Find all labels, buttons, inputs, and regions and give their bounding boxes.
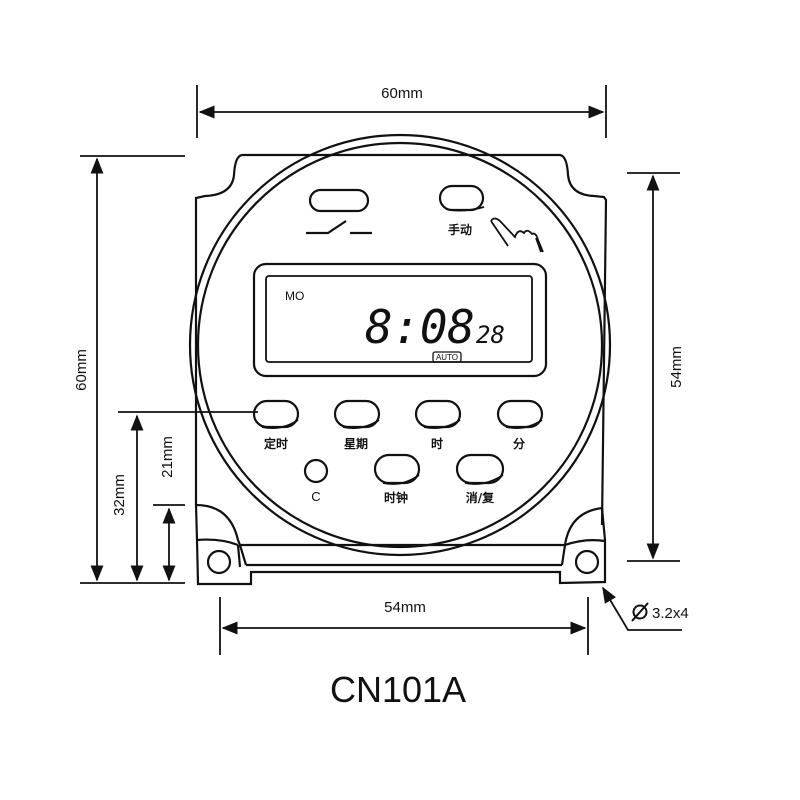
- diameter-icon: [631, 602, 649, 622]
- dim-right-height: [627, 172, 680, 562]
- dim-32-label: 32mm: [111, 474, 128, 516]
- button-clock-label: 时钟: [384, 490, 408, 505]
- model-title: CN101A: [330, 669, 466, 710]
- dim-21-label: 21mm: [159, 436, 176, 478]
- button-clear[interactable]: [303, 458, 329, 484]
- round-face: [188, 133, 612, 557]
- lcd-mode: AUTO: [436, 353, 458, 362]
- dim-top-width: [196, 85, 607, 138]
- hand-pointer-icon: [490, 217, 544, 253]
- dim-mount-offset: [153, 504, 185, 582]
- manual-button[interactable]: [438, 184, 485, 212]
- switch-indicator: [306, 188, 372, 235]
- button-hour-label: 时: [431, 436, 443, 451]
- dim-left-height: [80, 155, 185, 584]
- lcd-auto-badge: [432, 351, 462, 363]
- manual-label: 手动: [448, 222, 472, 237]
- lcd-day: MO: [285, 289, 304, 303]
- button-minute-label: 分: [513, 436, 525, 451]
- button-clear-label: C: [311, 489, 320, 504]
- dim-right-height-label: 54mm: [668, 346, 685, 388]
- dim-top-width-label: 60mm: [381, 85, 423, 102]
- button-cancel-restore[interactable]: [455, 453, 505, 485]
- lcd-seconds: 28: [476, 321, 505, 349]
- dim-bottom-width: [219, 597, 589, 655]
- button-hour[interactable]: [414, 399, 462, 429]
- button-week[interactable]: [333, 399, 381, 429]
- button-clock[interactable]: [373, 453, 421, 485]
- button-timer[interactable]: [252, 399, 300, 429]
- lcd-display: [252, 262, 548, 378]
- button-timer-label: 定时: [264, 436, 288, 451]
- dim-mount-hole-leader: [602, 586, 682, 631]
- button-week-label: 星期: [344, 436, 368, 451]
- dim-left-height-label: 60mm: [73, 349, 90, 391]
- button-cancel-restore-label: 消/复: [466, 490, 495, 505]
- housing: [194, 153, 608, 586]
- dim-mount-hole-label: 3.2x4: [652, 605, 689, 622]
- dim-button-row-height: [118, 411, 258, 582]
- button-minute[interactable]: [496, 399, 544, 429]
- lcd-time: 8:08: [365, 300, 475, 354]
- mount-hole-right: [574, 549, 600, 575]
- dim-bottom-width-label: 54mm: [384, 599, 426, 616]
- mount-hole-left: [206, 549, 232, 575]
